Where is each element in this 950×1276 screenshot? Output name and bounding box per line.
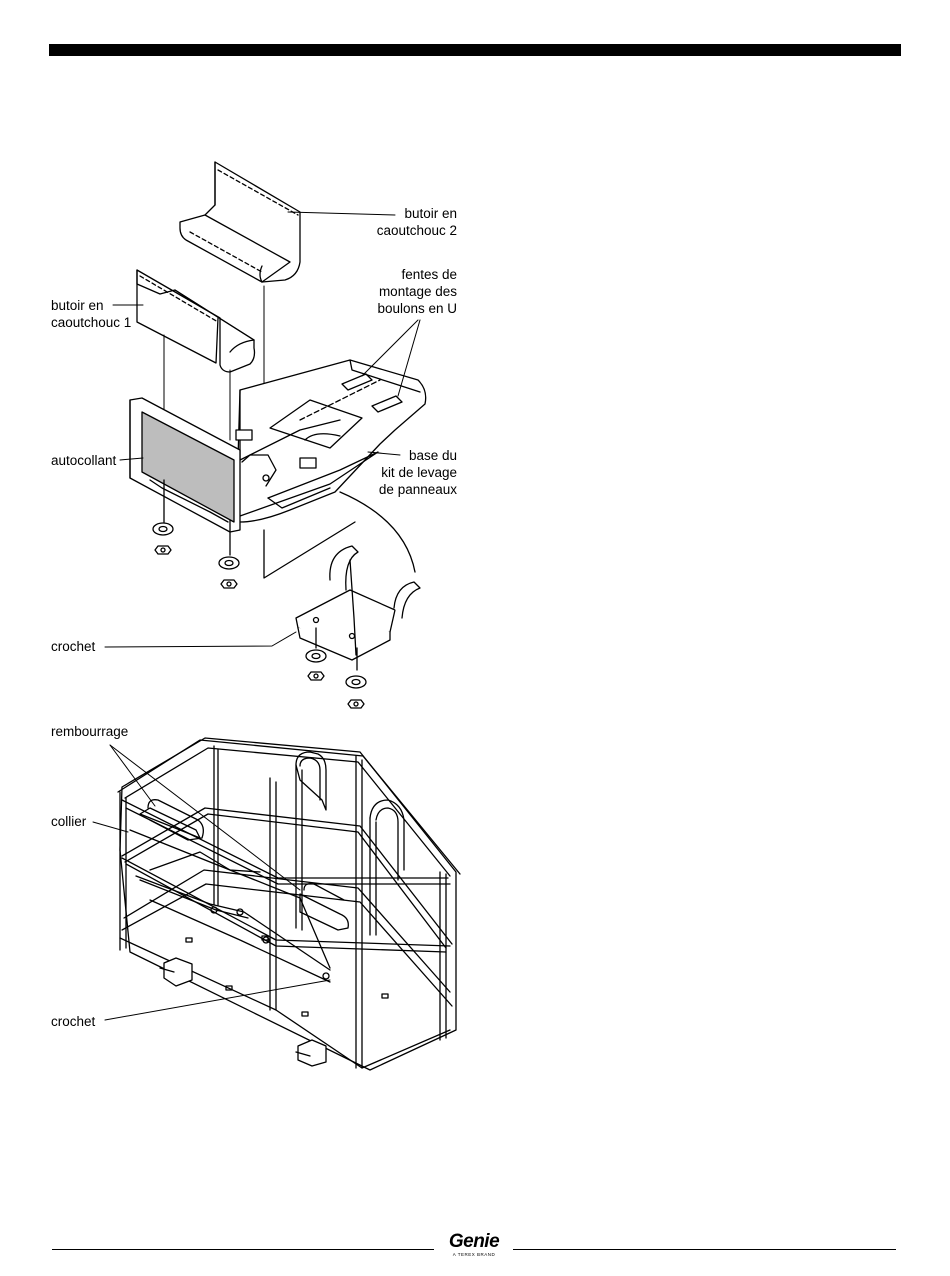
label-kit-base-line-3: de panneaux <box>340 481 457 498</box>
label-rubber-bumper-1: butoir en caoutchouc 1 <box>51 297 131 331</box>
brand-logo: Genie A TEREX BRAND <box>434 1232 514 1258</box>
hook-part-upper <box>264 522 420 708</box>
label-rubber-bumper-1-line-2: caoutchouc 1 <box>51 314 131 331</box>
rubber-bumper-1-part <box>137 270 255 372</box>
label-kit-base-line-2: kit de levage <box>340 464 457 481</box>
label-kit-base: base du kit de levage de panneaux <box>340 447 457 498</box>
label-decal: autocollant <box>51 452 116 469</box>
label-ubolt-slots-line-2: montage des <box>340 283 457 300</box>
label-rubber-bumper-1-line-1: butoir en <box>51 297 131 314</box>
label-rubber-bumper-2-line-1: butoir en <box>360 205 457 222</box>
label-hook-upper: crochet <box>51 638 95 655</box>
label-ubolt-slots-line-1: fentes de <box>340 266 457 283</box>
label-ubolt-slots-line-3: boulons en U <box>340 300 457 317</box>
footer-rule-right <box>513 1249 896 1250</box>
leader-lines-lower <box>93 745 330 1020</box>
label-collar: collier <box>51 813 86 830</box>
label-hook-lower: crochet <box>51 1013 95 1030</box>
label-ubolt-slots: fentes de montage des boulons en U <box>340 266 457 317</box>
brand-name: Genie <box>434 1232 514 1252</box>
decal-part <box>130 398 240 532</box>
label-padding: rembourrage <box>51 723 128 740</box>
label-kit-base-line-1: base du <box>340 447 457 464</box>
footer-rule-left <box>52 1249 434 1250</box>
label-rubber-bumper-2: butoir en caoutchouc 2 <box>360 205 457 239</box>
brand-tagline: A TEREX BRAND <box>434 1252 514 1258</box>
rubber-bumper-2-part <box>180 162 300 282</box>
label-rubber-bumper-2-line-2: caoutchouc 2 <box>360 222 457 239</box>
work-platform-part <box>118 738 460 1070</box>
